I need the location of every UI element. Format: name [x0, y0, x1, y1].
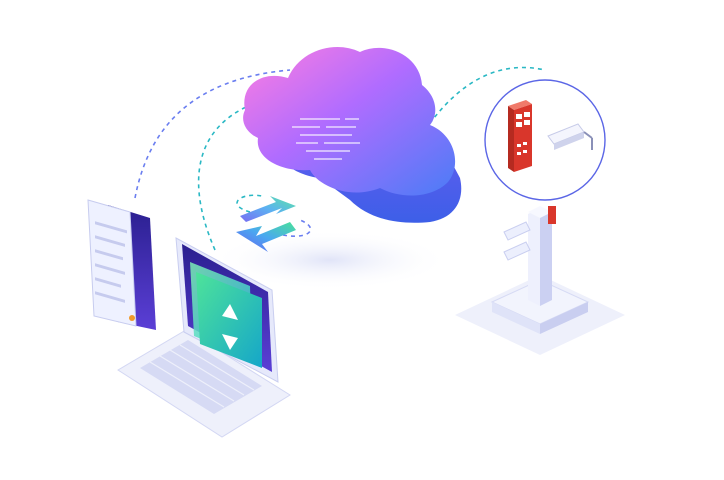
- pole-base-right: [540, 302, 588, 334]
- router-icon: [508, 100, 532, 172]
- laptop-keys: [149, 344, 255, 408]
- phone-screen-items: [95, 221, 127, 303]
- cloud-shadow: [210, 230, 450, 290]
- folder-front: [196, 272, 262, 368]
- laptop-keyboard: [140, 340, 262, 414]
- cloud-body: [243, 47, 456, 196]
- cloud-data-lines: [292, 118, 360, 160]
- router-callout: [484, 79, 606, 201]
- phone: [87, 199, 156, 330]
- link-phone-cloud: [134, 69, 291, 199]
- pole-cap: [528, 206, 552, 218]
- pole-router-box: [548, 206, 556, 224]
- pole-shaft-left: [528, 208, 540, 306]
- cloud: [243, 47, 462, 223]
- pole-shaft-right: [540, 208, 552, 306]
- phone-body: [87, 199, 137, 327]
- laptop: [117, 237, 291, 438]
- connection-lines: [134, 66, 577, 251]
- sync-loop-2: [282, 219, 312, 237]
- callout-camera-icon: [547, 123, 593, 150]
- camera-pole: [490, 206, 590, 334]
- link-laptop-cloud: [197, 94, 286, 251]
- folder-transfer-icon: [222, 304, 238, 350]
- pole-base-left: [492, 302, 540, 334]
- camera-icon: [503, 221, 531, 261]
- phone-home-dot: [129, 315, 135, 321]
- sync-arrow-icon: [236, 196, 296, 252]
